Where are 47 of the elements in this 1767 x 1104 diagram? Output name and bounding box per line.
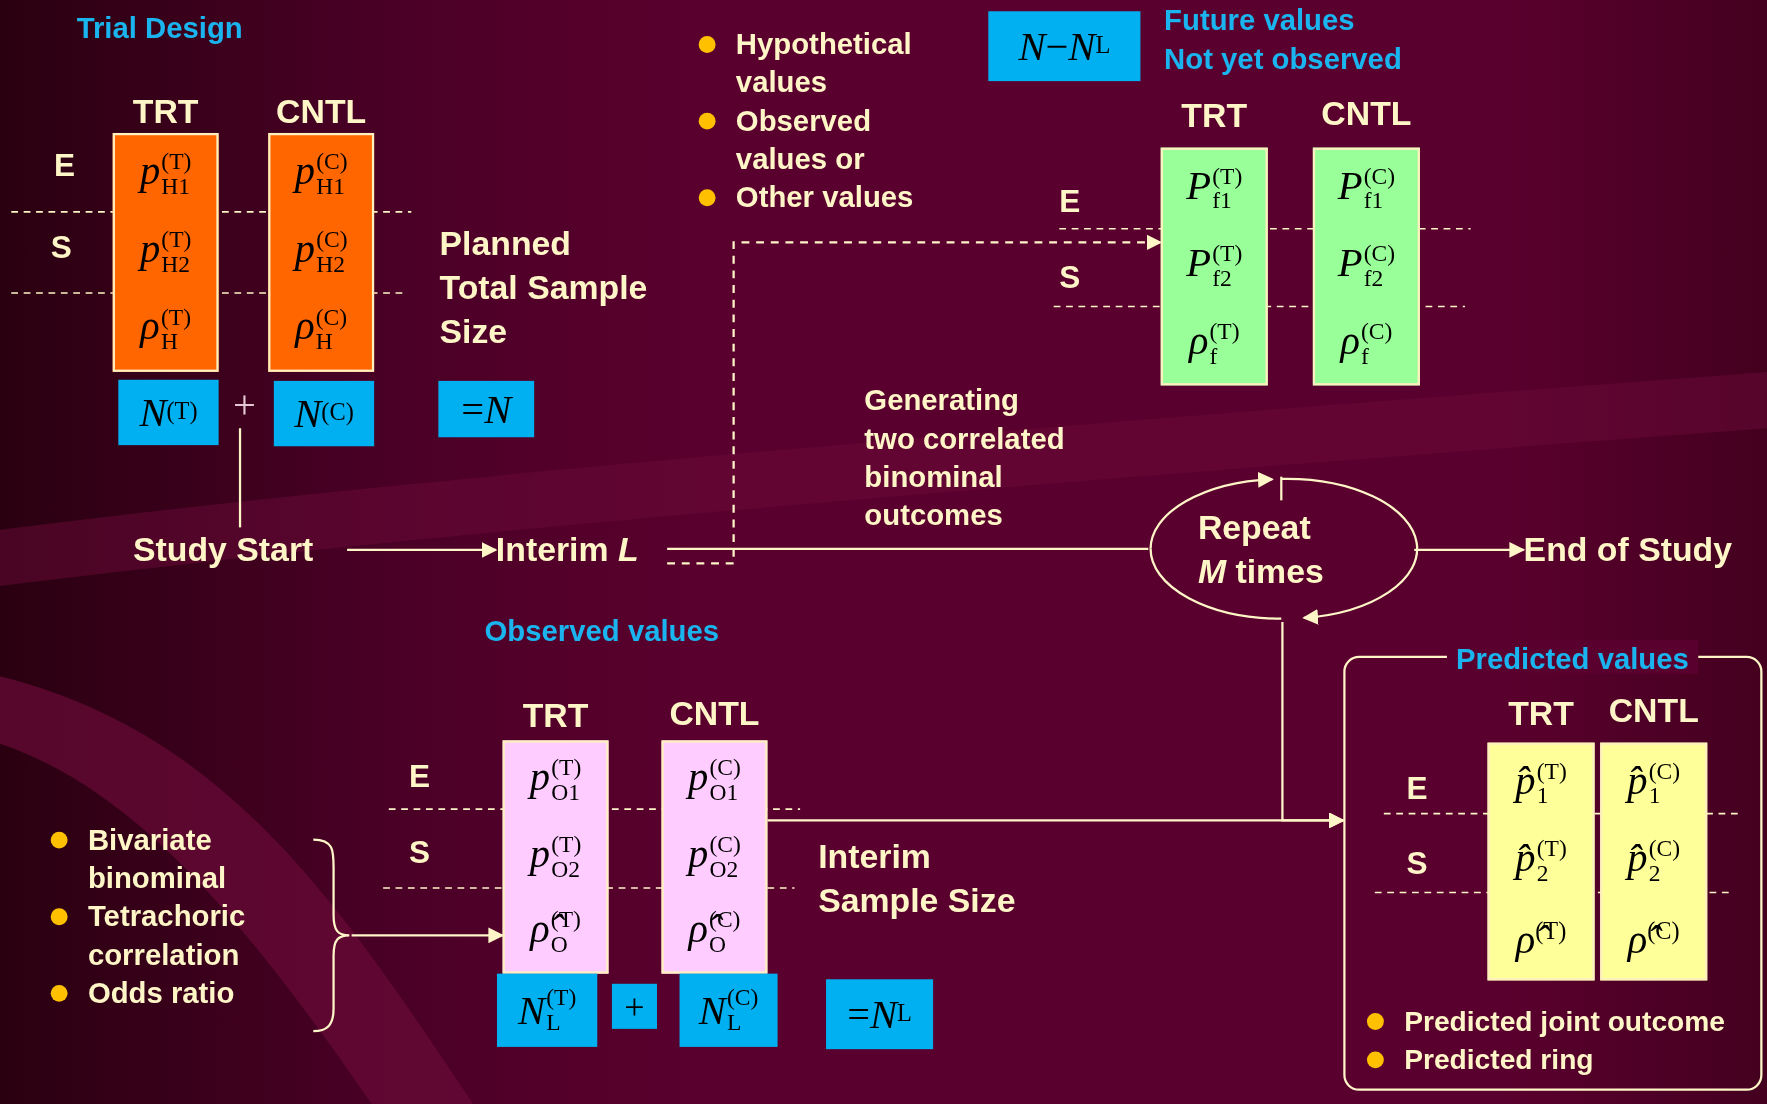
row-label: S bbox=[50, 228, 72, 267]
connector-line bbox=[667, 547, 1149, 550]
note-text: Planned Total Sample Size bbox=[439, 223, 649, 352]
arrow bbox=[767, 812, 1345, 829]
row-label: E bbox=[409, 757, 431, 796]
row-label: S bbox=[1059, 259, 1081, 298]
bullet-text: Bivariate binominal bbox=[87, 821, 228, 897]
bullet-text: Tetrachoric correlation bbox=[87, 898, 247, 974]
row-label: E bbox=[1059, 182, 1081, 221]
column-header: TRT bbox=[131, 92, 200, 131]
row-label: E bbox=[1406, 769, 1428, 808]
edge-label: Generating two correlated binominal outcomes bbox=[864, 382, 1066, 534]
arrow bbox=[1414, 542, 1526, 558]
plus-sign: + bbox=[228, 380, 261, 429]
column-header: TRT bbox=[521, 696, 590, 735]
bullet-text: Hypothetical values bbox=[735, 26, 913, 102]
note-text: Interim Sample Size bbox=[818, 836, 1017, 921]
column-header: CNTL bbox=[1320, 94, 1413, 133]
column-header: TRT bbox=[1507, 694, 1575, 733]
row-label: S bbox=[409, 834, 431, 872]
group-title: Predicted values bbox=[1446, 640, 1698, 674]
stage-label: Interim L bbox=[495, 527, 668, 573]
section-heading: Future values bbox=[1164, 2, 1355, 40]
column-header: CNTL bbox=[668, 694, 761, 733]
formula-box: + bbox=[611, 983, 657, 1029]
formula-box: =N bbox=[438, 380, 535, 438]
connector-line bbox=[238, 428, 242, 528]
math-term: ρ̂$^{(C)}$ bbox=[1627, 919, 1680, 960]
row-label: S bbox=[1406, 845, 1428, 884]
stage-label: End of Study bbox=[1523, 527, 1765, 573]
bullet-text: Odds ratio bbox=[87, 974, 236, 1012]
formula-box: N$^{(T)}$ bbox=[118, 379, 219, 446]
section-heading: Trial Design bbox=[76, 10, 243, 48]
column-header: CNTL bbox=[275, 92, 368, 131]
column-header: TRT bbox=[1180, 96, 1249, 136]
arrow bbox=[347, 542, 498, 558]
stage-label: Study Start bbox=[133, 527, 348, 573]
bullet-text: Observed values or bbox=[735, 102, 873, 178]
math-term: ρ̂$^{(T)}$ bbox=[1515, 919, 1567, 960]
row-label: E bbox=[54, 146, 76, 185]
bullet-text: Other values bbox=[735, 179, 915, 217]
section-heading: Observed values bbox=[484, 613, 720, 650]
section-heading: Not yet observed bbox=[1164, 40, 1402, 78]
bullet-text: Predicted ring bbox=[1404, 1042, 1595, 1078]
formula-box: N$^{(C)}$ bbox=[273, 380, 375, 447]
column-header: CNTL bbox=[1607, 691, 1700, 731]
bullet-text: Predicted joint outcome bbox=[1404, 1004, 1727, 1039]
